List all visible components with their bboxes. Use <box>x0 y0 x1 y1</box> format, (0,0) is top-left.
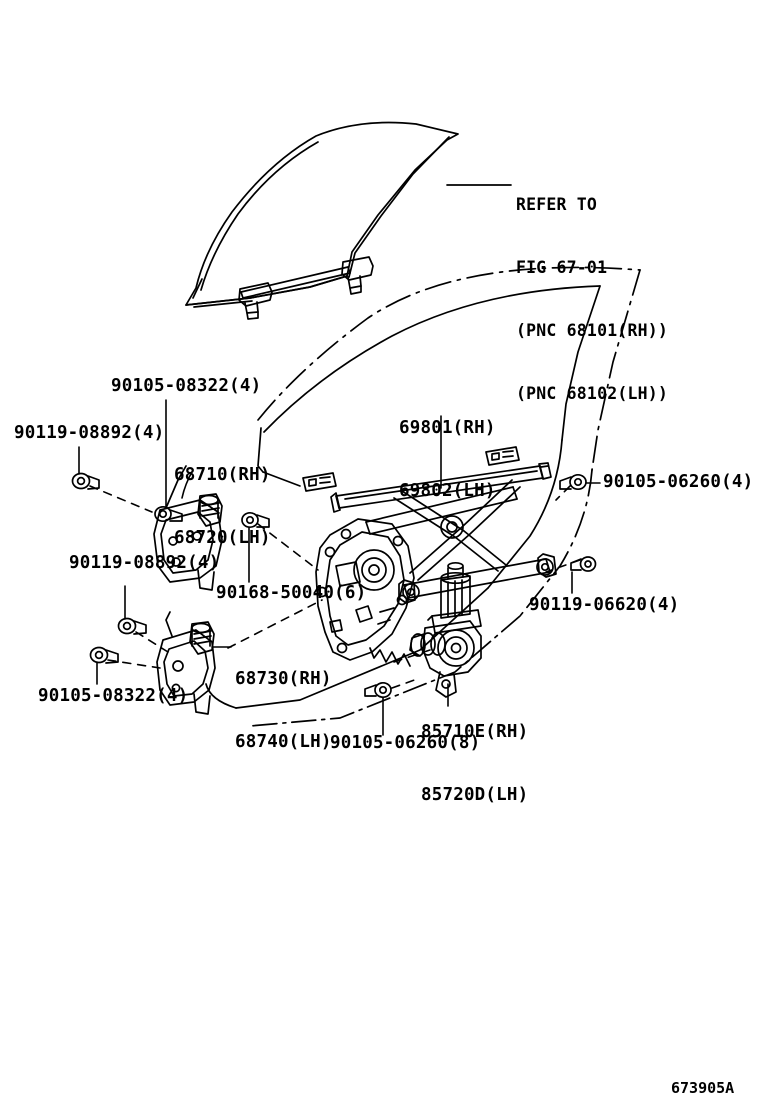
exploded-guide-lines <box>89 485 581 689</box>
fastener-upper-nut <box>71 472 100 490</box>
fastener-motor-bolt <box>364 681 392 699</box>
fastener-lower-nut <box>117 617 147 635</box>
refer-to-line-4: (PNC 68102(LH)) <box>516 384 669 403</box>
label-upper-hinge-nut: 90119-08892(4) <box>14 423 165 443</box>
refer-to-line-1: REFER TO <box>516 195 598 214</box>
label-motor: 85710E(RH) 85720D(LH) <box>421 680 528 848</box>
window-motor-assembly <box>409 561 482 698</box>
regulator-rh: 69801(RH) <box>399 418 496 438</box>
leader-lines <box>78 399 601 736</box>
door-glass-panel <box>185 121 459 308</box>
lower-hinge-rh: 68730(RH) <box>235 669 332 689</box>
regulator-lh: 69802(LH) <box>399 481 496 501</box>
fastener-lower-bolt <box>89 646 119 664</box>
motor-lh: 85720D(LH) <box>421 785 529 805</box>
label-upper-hinge-bolt: 90105-08322(4) <box>111 376 262 396</box>
fastener-upper-bolt <box>154 505 183 523</box>
upper-door-hinge <box>153 465 223 591</box>
refer-to-line-3: (PNC 68101(RH)) <box>516 321 669 340</box>
label-glass-channel-bolt: 90168-50040(6) <box>216 583 367 603</box>
window-regulator-assembly <box>302 446 557 667</box>
label-upper-hinge: 68710(RH) 68720(LH) <box>174 423 271 591</box>
door-frame-outline <box>257 266 641 617</box>
door-lower-outline <box>205 471 489 709</box>
label-lower-hinge-bolt: 90105-08322(4) <box>38 686 189 706</box>
label-motor-bolt: 90105-06260(8) <box>330 733 481 753</box>
label-lower-hinge-nut: 90119-08892(4) <box>69 553 220 573</box>
motor-rh: 85710E(RH) <box>421 722 529 742</box>
upper-hinge-lh: 68720(LH) <box>174 528 271 548</box>
fastener-motor-nut <box>570 556 597 572</box>
label-regulator-bolt-right: 90105-06260(4) <box>603 472 754 492</box>
door-lower-outline-2 <box>249 615 521 727</box>
lower-hinge-lh: 68740(LH) <box>235 732 332 752</box>
glass-lower-rail <box>238 256 374 320</box>
lower-door-hinge <box>156 611 216 715</box>
upper-hinge-rh: 68710(RH) <box>174 465 271 485</box>
fastener-right-bolt <box>559 473 587 491</box>
label-regulator: 69801(RH) 69802(LH) <box>399 376 496 544</box>
label-lower-hinge: 68730(RH) 68740(LH) <box>235 627 332 795</box>
figure-code: 673905A <box>671 1079 735 1097</box>
door-beltline-outline <box>257 285 601 589</box>
refer-to-line-2: FIG 67-01 <box>516 258 608 277</box>
label-refer-to: REFER TO FIG 67-01 (PNC 68101(RH)) (PNC … <box>516 152 668 446</box>
label-motor-nut: 90119-06620(4) <box>529 595 680 615</box>
